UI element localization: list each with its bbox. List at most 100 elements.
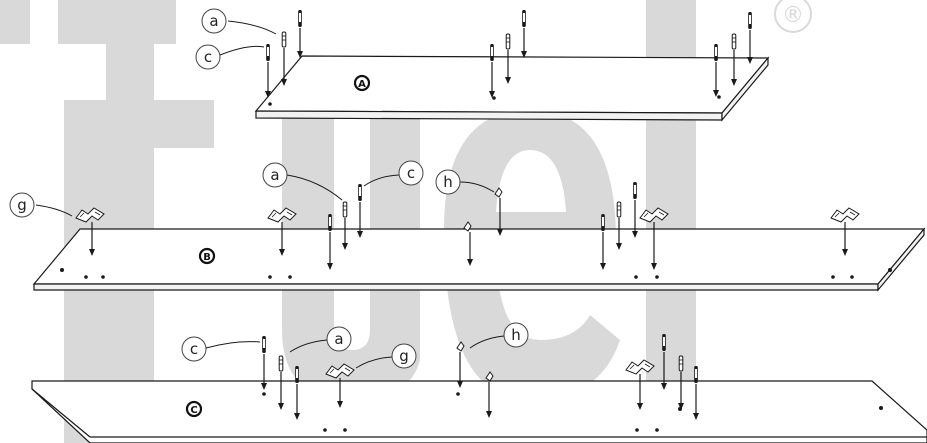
callouts: a c g a c h c a g h [9,8,529,369]
insert-arrow-head [713,90,719,97]
cam-screw-thread [715,47,717,56]
callout-c-row3 [181,336,207,362]
panel-label-a-circle [353,74,371,92]
panel-label-a: A [358,79,366,90]
callout-g-row2-label: g [17,196,27,214]
insert-arrow-head [342,243,348,250]
board-b: B [32,227,926,292]
cam-screw-thread [523,13,525,22]
cam-screw-thread [329,217,331,226]
leader-c-row2 [363,174,400,187]
panel-label-c-circle [185,400,203,418]
leader-a-row1 [227,20,277,35]
insert-arrow-head [297,51,303,58]
leader-g-row2 [35,204,73,217]
insert-arrow-head [600,263,606,270]
callout-c-row1-label: c [204,48,212,66]
insert-arrow-head [261,383,267,390]
callout-a-row2 [262,162,288,188]
callout-g-row2 [9,192,35,218]
leader-h-row3 [469,335,505,349]
dowel [342,201,348,218]
connector-bracket-detail [834,211,856,218]
insert-arrow-head [294,413,300,420]
connector-bracket-detail [329,367,351,374]
dowel [616,201,622,218]
cam-screw-thread [296,369,298,378]
cam-screw-thread [695,369,697,378]
panel-label-c: C [190,405,197,416]
insert-arrow-head [497,229,503,236]
insert-arrow-head [489,91,495,98]
dowel [278,355,284,372]
cam-screw-thread [749,15,751,24]
hardware-group [75,10,860,420]
insert-arrow-head [651,263,657,270]
insert-arrow-head [678,403,684,410]
insert-arrow-head [747,57,753,64]
cam-screw-thread [267,47,269,56]
cam-screw-thread [359,187,361,196]
insert-arrow-head [661,383,667,390]
panel-label-b: B [203,252,211,263]
callout-a-row2-label: a [270,166,279,184]
dowel [505,33,511,50]
insert-arrow-head [279,249,285,256]
insert-arrow-head [337,401,343,408]
insert-arrow-head [842,249,848,256]
insert-arrow-head [357,231,363,238]
dowel [731,33,737,50]
cam-screw-thread [299,13,301,22]
insert-arrow-head [265,91,271,98]
leader-a-row2 [286,174,343,201]
shelf-peg [494,187,503,198]
callout-a-row1 [201,8,227,34]
shelf-peg [463,221,472,232]
connector-bracket [830,207,860,223]
callout-c-row2-label: c [407,164,415,182]
callout-h-row2-label: h [443,173,453,191]
registered-mark: ® [782,3,804,28]
insert-arrow-head [505,77,511,84]
insert-arrow-head [521,51,527,58]
dowel [281,31,287,48]
connector-bracket-detail [271,211,293,218]
leader-a-row3 [289,339,328,353]
callout-g-row3 [391,343,417,369]
leader-c-row1 [219,45,265,56]
callout-h-row2 [435,169,461,195]
cam-screw-thread [491,47,493,56]
cam-screw-thread [634,185,636,194]
connector-bracket-detail [643,211,665,218]
connector-bracket [325,363,355,379]
connector-bracket-detail [79,211,101,218]
callout-c-row2 [398,160,424,186]
leader-h-row2 [459,181,495,193]
connector-bracket-detail [629,363,651,370]
connector-bracket [625,359,655,375]
callout-g-row3-label: g [399,347,409,365]
insert-arrow-head [327,263,333,270]
shelf-peg [485,371,494,382]
leader-g-row3 [355,356,393,369]
leader-c-row3 [205,341,261,349]
callout-h-row3 [503,322,529,348]
cam-screw-thread [663,337,665,346]
insert-arrow-head [731,79,737,86]
callout-c-row3-label: c [190,340,198,358]
insert-arrow-head [616,243,622,250]
cam-screw-thread [602,217,604,226]
callout-a-row1-label: a [209,12,218,30]
cam-screw-thread [263,339,265,348]
connector-bracket [75,207,105,223]
insert-arrow-head [467,259,473,266]
insert-arrow-head [278,403,284,410]
shelf-peg [456,341,465,352]
insert-arrow-head [281,79,287,86]
panel-label-b-circle [198,247,216,265]
callout-h-row3-label: h [511,326,521,344]
dowel [678,355,684,372]
board-a: A [254,55,770,122]
callout-c-row1 [195,44,221,70]
